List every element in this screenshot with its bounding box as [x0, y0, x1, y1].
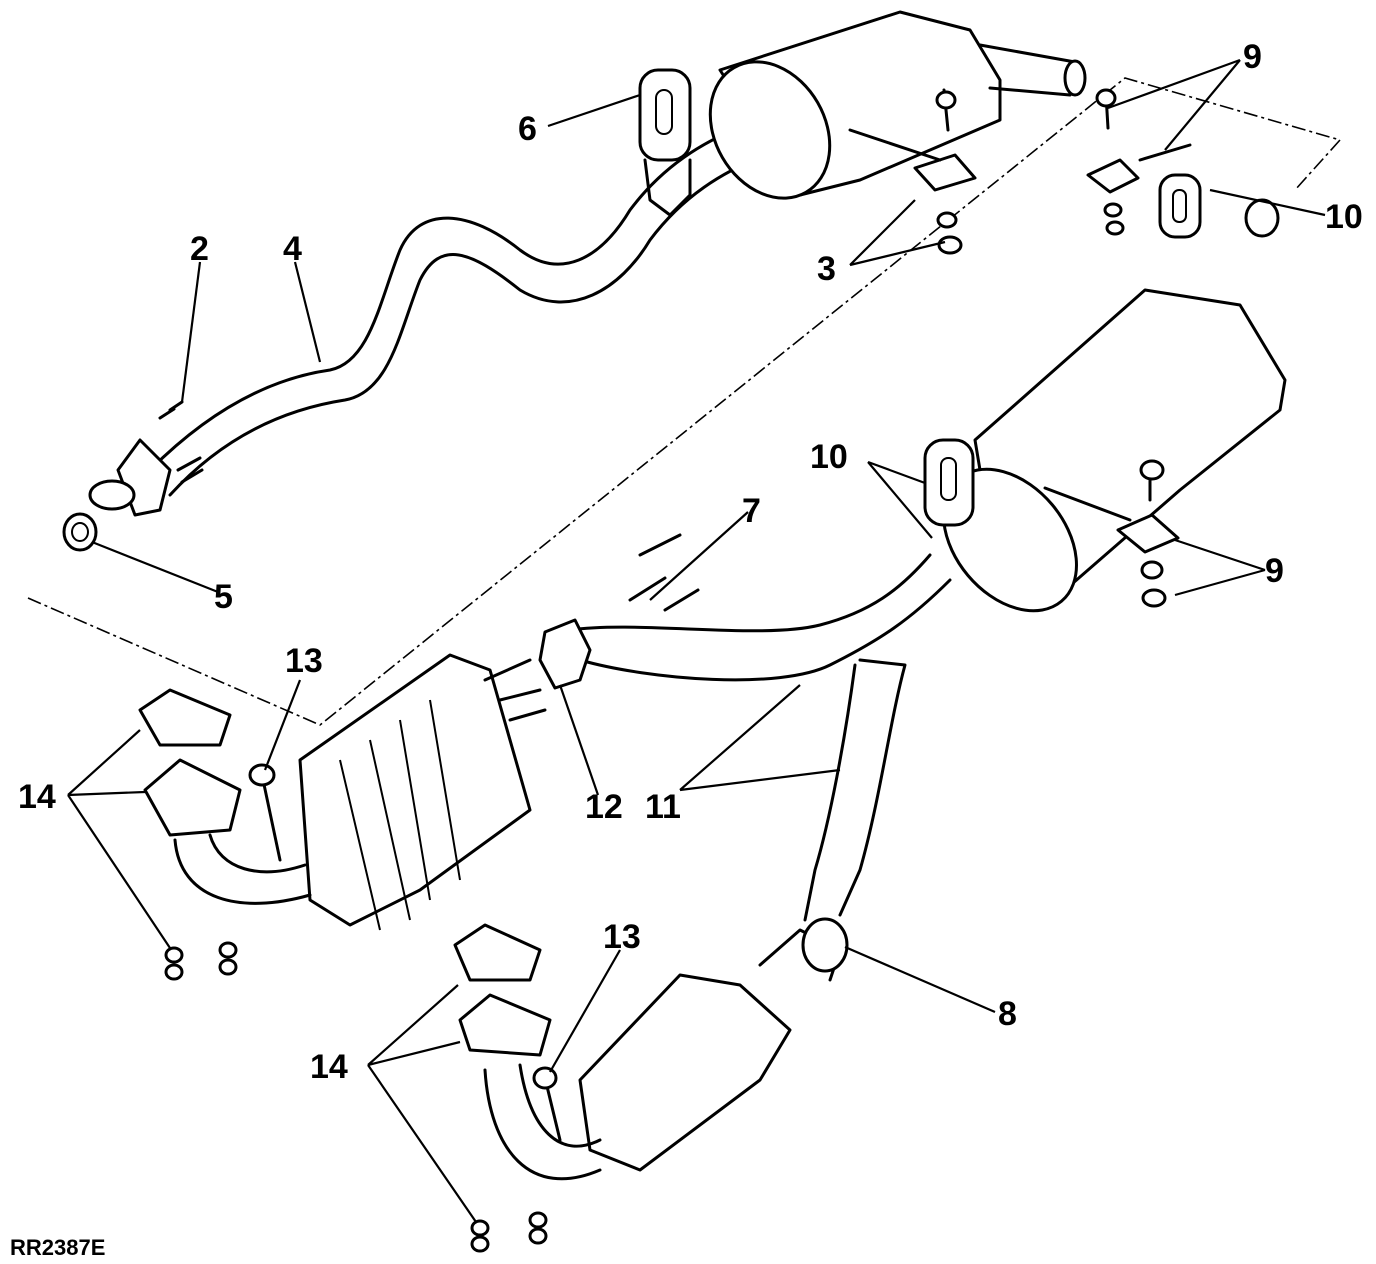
mounting-parts-upper-right — [1086, 88, 1280, 239]
studs-7 — [628, 533, 700, 612]
callout-11: 11 — [645, 788, 681, 826]
gasket-5 — [62, 512, 98, 552]
callout-10-lower: 10 — [810, 438, 848, 476]
callout-9-upper: 9 — [1243, 38, 1262, 76]
rear-silencer-upper — [708, 10, 1087, 200]
mounting-bracket-3 — [848, 88, 977, 255]
callout-7: 7 — [742, 492, 761, 530]
callout-6: 6 — [518, 110, 537, 148]
callout-12: 12 — [585, 788, 623, 826]
assembly-guide-lines — [27, 77, 1342, 726]
front-pipe — [88, 118, 782, 517]
nuts-lower — [164, 941, 548, 1253]
callout-5: 5 — [214, 578, 233, 616]
callout-9-lower: 9 — [1265, 552, 1284, 590]
leader-lines — [67, 58, 1326, 1223]
callout-2: 2 — [190, 230, 209, 268]
callout-4: 4 — [283, 230, 302, 268]
mounting-rubber-6 — [638, 68, 692, 217]
callout-labels: 2 4 6 3 9 10 5 10 7 9 13 14 12 11 13 8 1… — [10, 38, 1363, 1260]
callout-14-lower: 14 — [310, 1048, 348, 1086]
callout-8: 8 — [998, 995, 1017, 1033]
rear-silencer-lower — [942, 288, 1287, 613]
callout-10-upper: 10 — [1325, 198, 1363, 236]
callout-14-upper: 14 — [18, 778, 56, 816]
callout-13-upper: 13 — [285, 642, 323, 680]
catalyst-left — [138, 653, 547, 931]
intermediate-pipe — [538, 553, 952, 922]
callout-3: 3 — [817, 250, 836, 288]
reference-code: RR2387E — [10, 1235, 105, 1260]
mounting-rubber-10-lower — [923, 438, 975, 527]
catalyst-right — [453, 917, 849, 1181]
callout-13-lower: 13 — [603, 918, 641, 956]
